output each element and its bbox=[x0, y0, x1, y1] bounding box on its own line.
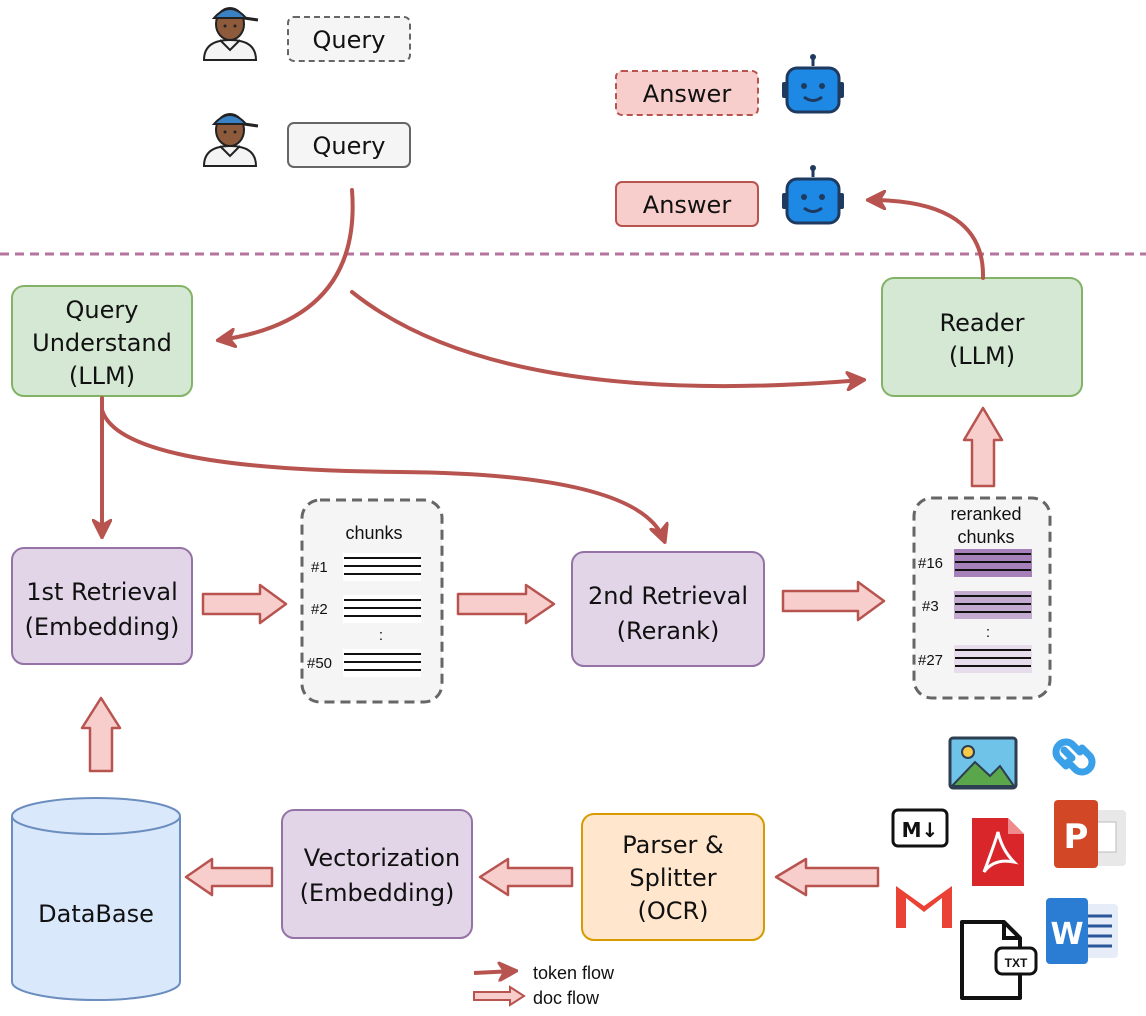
query-draft-label: Query bbox=[313, 26, 386, 54]
reranked-chunks-panel: reranked chunks #16 #3 : #27 bbox=[912, 496, 1052, 700]
user-avatar-icon bbox=[202, 7, 259, 61]
reranked-title-line-2: chunks bbox=[957, 527, 1014, 547]
reranked-label: #27 bbox=[918, 652, 943, 669]
doc-arrow-files-to-parser bbox=[774, 857, 880, 897]
query-understand-line-2: Understand bbox=[32, 329, 172, 357]
pdf-icon bbox=[972, 818, 1024, 886]
database-label: DataBase bbox=[38, 900, 154, 928]
image-file-icon bbox=[948, 736, 1018, 790]
robot-icon bbox=[782, 54, 844, 114]
reader-node: Reader (LLM) bbox=[881, 277, 1083, 397]
chunks-panel: chunks #1 #2 : #50 bbox=[300, 498, 444, 704]
chunk-label: #1 bbox=[311, 559, 328, 576]
answer-draft-label: Answer bbox=[643, 80, 732, 108]
txt-icon-label: TXT bbox=[1005, 956, 1028, 970]
reranked-label: #16 bbox=[918, 555, 943, 572]
second-retrieval-node: 2nd Retrieval (Rerank) bbox=[571, 551, 765, 667]
txt-file-icon: TXT bbox=[960, 920, 1038, 1000]
token-arrow-query-to-understand bbox=[220, 188, 355, 340]
chunk-ellipsis: : bbox=[379, 627, 383, 644]
doc-arrow-chunks-to-second bbox=[456, 583, 556, 625]
reader-line-1: Reader bbox=[940, 309, 1025, 337]
doc-arrow-parser-to-vectorization bbox=[478, 857, 574, 897]
doc-arrow-first-to-chunks bbox=[201, 583, 288, 625]
legend-token-flow: token flow bbox=[533, 963, 615, 983]
markdown-icon: M↓ bbox=[891, 808, 949, 848]
word-icon: W bbox=[1046, 898, 1118, 964]
vectorization-line-2: (Embedding) bbox=[300, 879, 455, 907]
chunk-label: #2 bbox=[311, 601, 328, 618]
second-retrieval-line-1: 2nd Retrieval bbox=[588, 582, 748, 610]
chunk-lines bbox=[343, 553, 421, 677]
reader-line-2: (LLM) bbox=[949, 342, 1015, 370]
first-retrieval-line-2: (Embedding) bbox=[25, 613, 180, 641]
svg-text:P: P bbox=[1064, 817, 1089, 857]
chunks-title: chunks bbox=[345, 523, 402, 543]
query-understand-node: Query Understand (LLM) bbox=[11, 285, 193, 397]
vectorization-line-1: Vectorization bbox=[304, 844, 460, 872]
token-arrow-understand-to-second bbox=[100, 408, 664, 540]
first-retrieval-line-1: 1st Retrieval bbox=[26, 578, 177, 606]
doc-arrow-database-to-first bbox=[80, 696, 122, 773]
parser-node: Parser & Splitter (OCR) bbox=[581, 813, 765, 941]
gmail-icon bbox=[896, 886, 952, 928]
query-understand-line-1: Query bbox=[66, 296, 139, 324]
legend: token flow doc flow bbox=[473, 963, 615, 1008]
query-draft-box: Query bbox=[287, 16, 411, 62]
user-avatar-icon bbox=[202, 113, 259, 167]
database-node: DataBase bbox=[11, 797, 181, 1001]
first-retrieval-node: 1st Retrieval (Embedding) bbox=[11, 547, 193, 665]
query-label: Query bbox=[313, 132, 386, 160]
token-arrow-query-to-reader bbox=[350, 290, 862, 386]
markdown-icon-label: M↓ bbox=[902, 818, 939, 842]
chunk-label: #50 bbox=[307, 655, 332, 672]
link-icon bbox=[1052, 738, 1096, 776]
doc-arrow-reranked-to-reader bbox=[962, 406, 1004, 488]
answer-label: Answer bbox=[643, 191, 732, 219]
doc-arrow-vectorization-to-database bbox=[184, 857, 274, 897]
second-retrieval-line-2: (Rerank) bbox=[617, 617, 720, 645]
parser-line-2: Splitter bbox=[629, 864, 716, 892]
legend-doc-flow: doc flow bbox=[533, 988, 600, 1008]
token-arrow-reader-to-answer bbox=[870, 200, 986, 280]
query-understand-line-3: (LLM) bbox=[69, 362, 135, 390]
answer-draft-box: Answer bbox=[615, 70, 759, 116]
token-flow-arrows bbox=[100, 188, 986, 540]
reranked-label: #3 bbox=[922, 598, 939, 615]
robot-icon bbox=[782, 165, 844, 225]
query-box: Query bbox=[287, 122, 411, 168]
reranked-ellipsis: : bbox=[986, 624, 990, 641]
doc-arrow-second-to-reranked bbox=[781, 580, 886, 622]
answer-box: Answer bbox=[615, 181, 759, 227]
reranked-title-line-1: reranked bbox=[950, 504, 1021, 524]
doc-flow-arrows bbox=[80, 406, 1004, 897]
parser-line-1: Parser & bbox=[622, 831, 723, 859]
reranked-lines bbox=[954, 549, 1032, 673]
vectorization-node: Vectorization (Embedding) bbox=[281, 809, 473, 939]
svg-text:W: W bbox=[1050, 917, 1083, 952]
powerpoint-icon: P bbox=[1054, 800, 1126, 868]
parser-line-3: (OCR) bbox=[637, 897, 708, 925]
